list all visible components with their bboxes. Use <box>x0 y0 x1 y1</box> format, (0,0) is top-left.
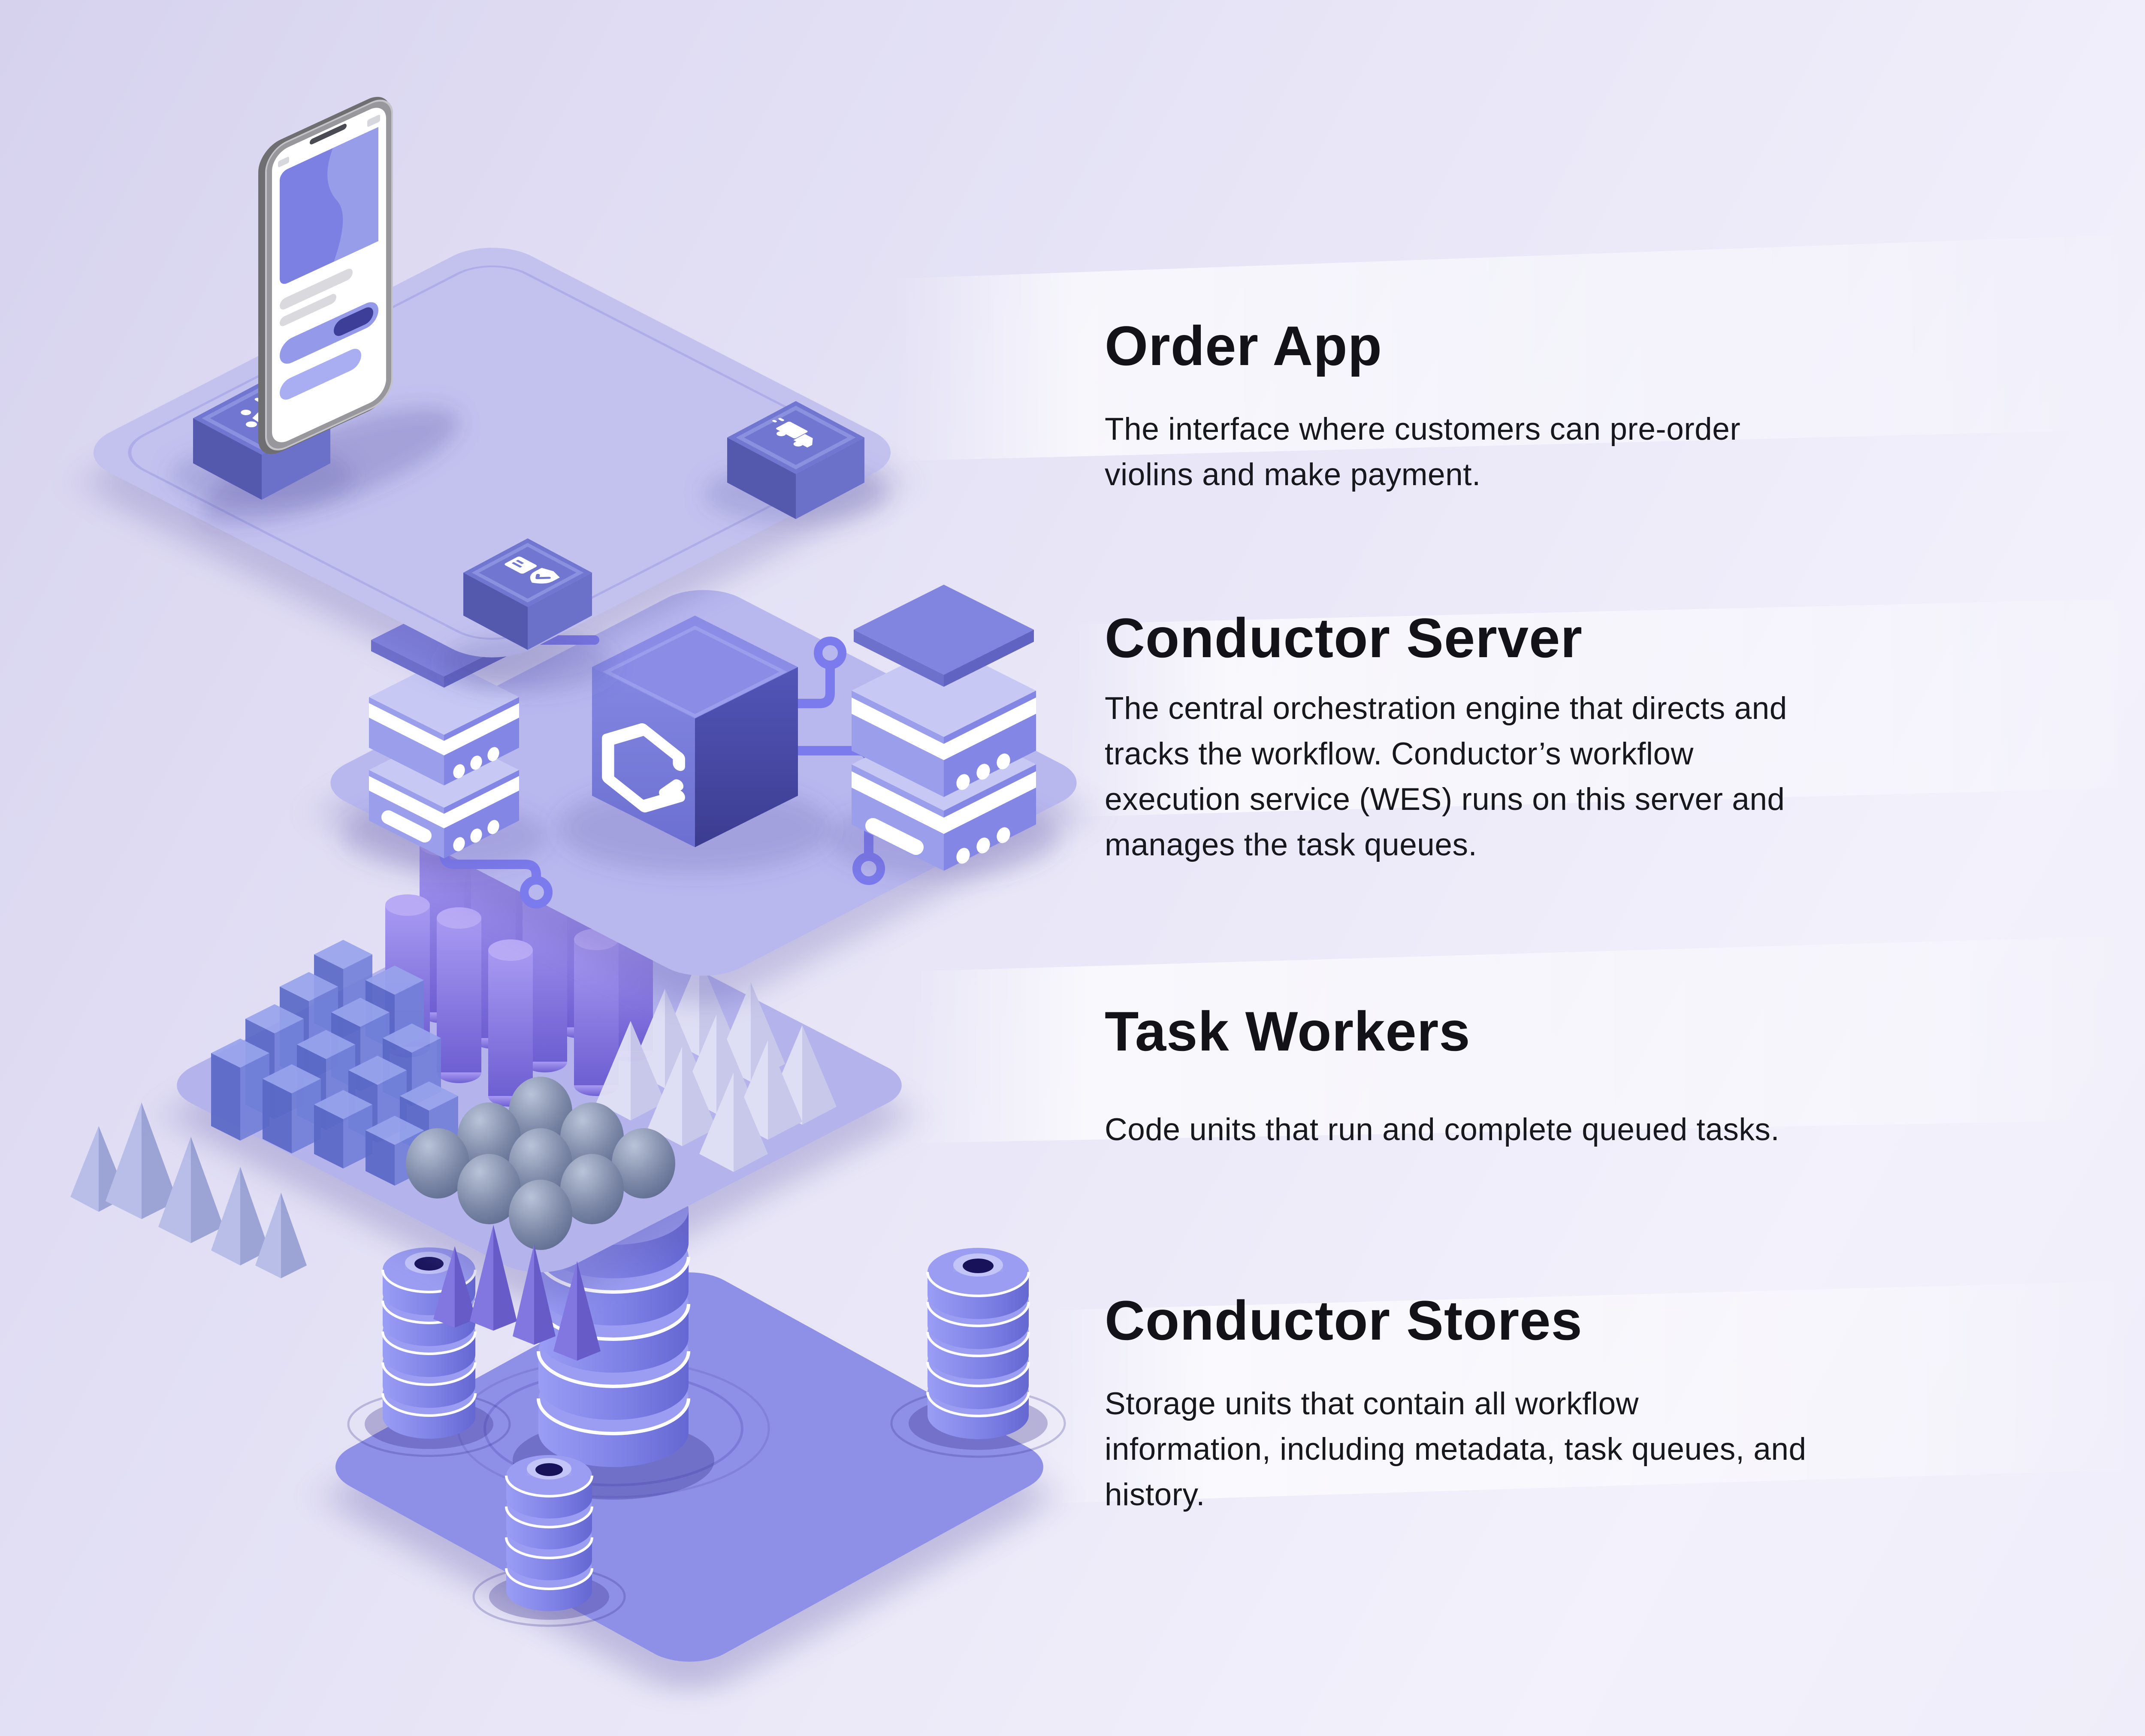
worker-spheres <box>406 1077 675 1250</box>
conductor-logo-cube <box>592 616 798 847</box>
worker-cubes <box>211 940 458 1186</box>
section-order-app: Order App The interface where customers … <box>1105 315 2126 498</box>
smartphone <box>258 97 393 454</box>
section-title: Conductor Server <box>1105 607 1583 669</box>
delivery-truck-icon <box>772 418 813 448</box>
section-description: Storage units that contain all workflow … <box>1105 1386 1807 1512</box>
section-conductor-server: Conductor Server The central orchestrati… <box>1105 607 2126 867</box>
phone-hero-image <box>280 127 378 284</box>
worker-pyramids <box>596 957 837 1172</box>
secure-payment-cube <box>463 538 592 650</box>
secure-payment-icon <box>505 556 560 584</box>
conductor-logo-icon <box>602 723 685 812</box>
conductor-stores-layer <box>335 1171 1066 1692</box>
decor-cones <box>433 1225 601 1361</box>
decor-pyramids <box>70 1102 307 1278</box>
section-description: The interface where customers can pre-or… <box>1105 412 1741 492</box>
light-beams <box>892 234 2145 1504</box>
database-stack-right <box>890 1248 1066 1458</box>
section-title: Task Workers <box>1105 1000 1471 1063</box>
section-description: The central orchestration engine that di… <box>1105 691 1787 862</box>
section-title: Order App <box>1105 314 1383 377</box>
order-app-layer <box>93 97 891 692</box>
database-stack-front <box>472 1455 626 1627</box>
section-description: Code units that run and complete queued … <box>1105 1112 1780 1147</box>
section-task-workers: Task Workers Code units that run and com… <box>1105 1001 2126 1153</box>
delivery-truck-cube <box>727 401 864 519</box>
server-stack-right <box>852 585 1036 871</box>
section-conductor-stores: Conductor Stores Storage units that cont… <box>1105 1290 2126 1518</box>
section-title: Conductor Stores <box>1105 1289 1583 1352</box>
